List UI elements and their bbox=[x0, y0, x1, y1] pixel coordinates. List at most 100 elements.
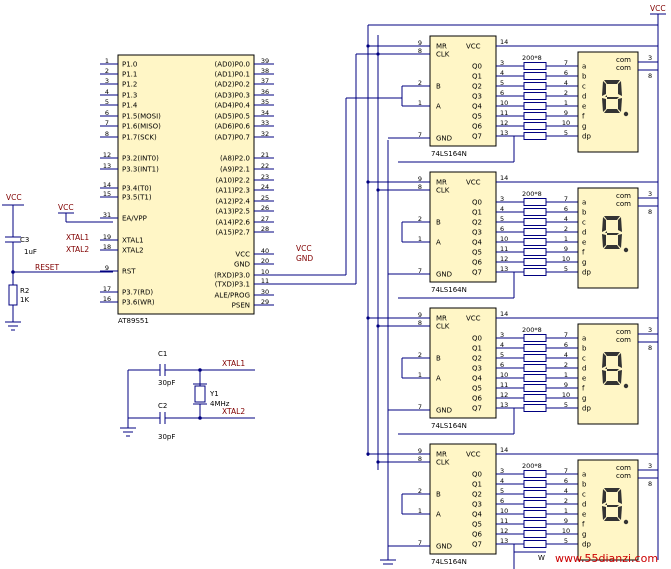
mcu-pin-name: P1.6(MISO) bbox=[122, 123, 161, 131]
mcu-pin-number: 19 bbox=[103, 233, 111, 241]
sr-q-name: Q7 bbox=[472, 133, 482, 141]
mcu-pin-name: XTAL1 bbox=[122, 237, 144, 245]
w-label: W bbox=[538, 554, 545, 562]
mcu-pin-number: 14 bbox=[103, 181, 111, 189]
r2-label: R2 bbox=[20, 287, 29, 295]
seg-pin-name: e bbox=[582, 375, 586, 383]
segment bbox=[605, 503, 619, 507]
sr-pin-name: MR bbox=[436, 315, 447, 323]
mcu-pin-name: P3.6(WR) bbox=[122, 299, 155, 307]
seg-pin-number: 7 bbox=[564, 195, 568, 203]
c2-label: C2 bbox=[158, 402, 167, 410]
watermark: www.55dianzi.com bbox=[555, 552, 658, 565]
seg-pin-number: 1 bbox=[564, 99, 568, 107]
resistor bbox=[523, 530, 547, 538]
resistor bbox=[523, 540, 547, 548]
seg-pin-name: c bbox=[582, 219, 586, 227]
seg-com-label: com bbox=[616, 328, 631, 336]
segment bbox=[604, 216, 620, 220]
segment bbox=[602, 370, 606, 384]
seg-pin-number: 2 bbox=[564, 497, 568, 505]
segment bbox=[602, 353, 606, 368]
mcu-body bbox=[117, 54, 255, 315]
c1-label: C1 bbox=[158, 350, 167, 358]
reset-net-label: RESET bbox=[35, 263, 59, 272]
sr-pin-name: CLK bbox=[436, 51, 450, 59]
mcu-pin-number: 25 bbox=[261, 194, 269, 202]
segment bbox=[618, 98, 622, 112]
mcu-pin-number: 20 bbox=[261, 257, 269, 265]
r2-value: 1K bbox=[20, 296, 29, 304]
shift-register-name: 74LS164N bbox=[431, 422, 467, 430]
segment bbox=[618, 489, 622, 504]
segment bbox=[604, 381, 620, 385]
mcu-right-pins: 39(AD0)P0.038(AD1)P0.137(AD2)P0.236(AD3)… bbox=[214, 57, 274, 310]
seg-pin-number: 2 bbox=[564, 89, 568, 97]
seg-pin-name: g bbox=[582, 259, 586, 267]
shift-register-name: 74LS164N bbox=[431, 558, 467, 566]
seg-pin-number: 7 bbox=[564, 59, 568, 67]
resistor bbox=[523, 404, 547, 412]
sr-pin-number: 9 bbox=[418, 39, 422, 47]
sr-q-number: 11 bbox=[500, 109, 508, 117]
vcc-label-reset: VCC bbox=[6, 193, 22, 202]
seg-pin-name: dp bbox=[582, 133, 591, 141]
c2-value: 30pF bbox=[158, 433, 175, 441]
sr-q-number: 12 bbox=[500, 119, 508, 127]
mcu-pin-name: (A9)P2.1 bbox=[220, 166, 250, 174]
segment bbox=[618, 234, 622, 248]
seg-pin-name: b bbox=[582, 345, 587, 353]
seven-seg-body bbox=[577, 51, 639, 153]
sr-q-number: 6 bbox=[500, 225, 504, 233]
seg-pin-name: e bbox=[582, 511, 586, 519]
sr-pin-number: 7 bbox=[418, 539, 422, 547]
sr-q-name: Q5 bbox=[472, 521, 482, 529]
sr-q-name: Q4 bbox=[472, 511, 483, 519]
seg-com-label: com bbox=[616, 200, 631, 208]
seg-pin-number: 9 bbox=[564, 109, 568, 117]
mcu-pin-number: 11 bbox=[261, 277, 269, 285]
mcu-pin-name: P1.4 bbox=[122, 102, 138, 110]
mcu-pin-name: P3.2(INT0) bbox=[122, 155, 159, 163]
mcu-pin-number: 31 bbox=[103, 211, 111, 219]
sr-vcc-name: VCC bbox=[466, 451, 481, 459]
resistor bbox=[523, 112, 547, 120]
seg-com-label: com bbox=[616, 472, 631, 480]
sr-q-name: Q3 bbox=[472, 229, 482, 237]
decimal-point bbox=[623, 519, 629, 525]
vcc-label-rail: VCC bbox=[650, 4, 666, 13]
sr-q-number: 12 bbox=[500, 255, 508, 263]
shift-register-body bbox=[429, 171, 497, 283]
segment bbox=[602, 234, 606, 248]
mcu-pin-number: 36 bbox=[261, 88, 269, 96]
mcu-pin-number: 2 bbox=[105, 67, 109, 75]
sr-pin-name: CLK bbox=[436, 323, 450, 331]
c3-value: 1uF bbox=[24, 248, 37, 256]
resistor bbox=[523, 384, 547, 392]
sr-q-name: Q6 bbox=[472, 259, 483, 267]
sr-pin-name: GND bbox=[436, 135, 452, 143]
mcu-pin-name: (A10)P2.2 bbox=[215, 177, 250, 185]
sr-q-name: Q7 bbox=[472, 269, 482, 277]
resistor bbox=[523, 470, 547, 478]
seg-pin-name: dp bbox=[582, 541, 591, 549]
sr-q-name: Q0 bbox=[472, 335, 482, 343]
resistor bbox=[523, 198, 547, 206]
seg-pin-number: 10 bbox=[562, 119, 570, 127]
resistor bbox=[523, 334, 547, 342]
mcu-pin-name: (RXD)P3.0 bbox=[214, 272, 250, 280]
resistor bbox=[523, 218, 547, 226]
crystal-network: C1 30pF C2 30pF Y1 4MHz XTAL1 XTAL2 bbox=[120, 350, 255, 441]
sr-q-name: Q1 bbox=[472, 73, 482, 81]
seg-pin-number: 4 bbox=[564, 351, 568, 359]
mcu-pin-number: 21 bbox=[261, 151, 269, 159]
segment bbox=[602, 98, 606, 112]
sr-q-number: 4 bbox=[500, 69, 504, 77]
sr-pin-number: 1 bbox=[418, 507, 422, 515]
seven-seg-body bbox=[577, 323, 639, 425]
sr-q-number: 10 bbox=[500, 371, 508, 379]
seg-pin-name: f bbox=[582, 521, 585, 529]
sr-q-name: Q5 bbox=[472, 385, 482, 393]
sr-q-name: Q3 bbox=[472, 501, 482, 509]
